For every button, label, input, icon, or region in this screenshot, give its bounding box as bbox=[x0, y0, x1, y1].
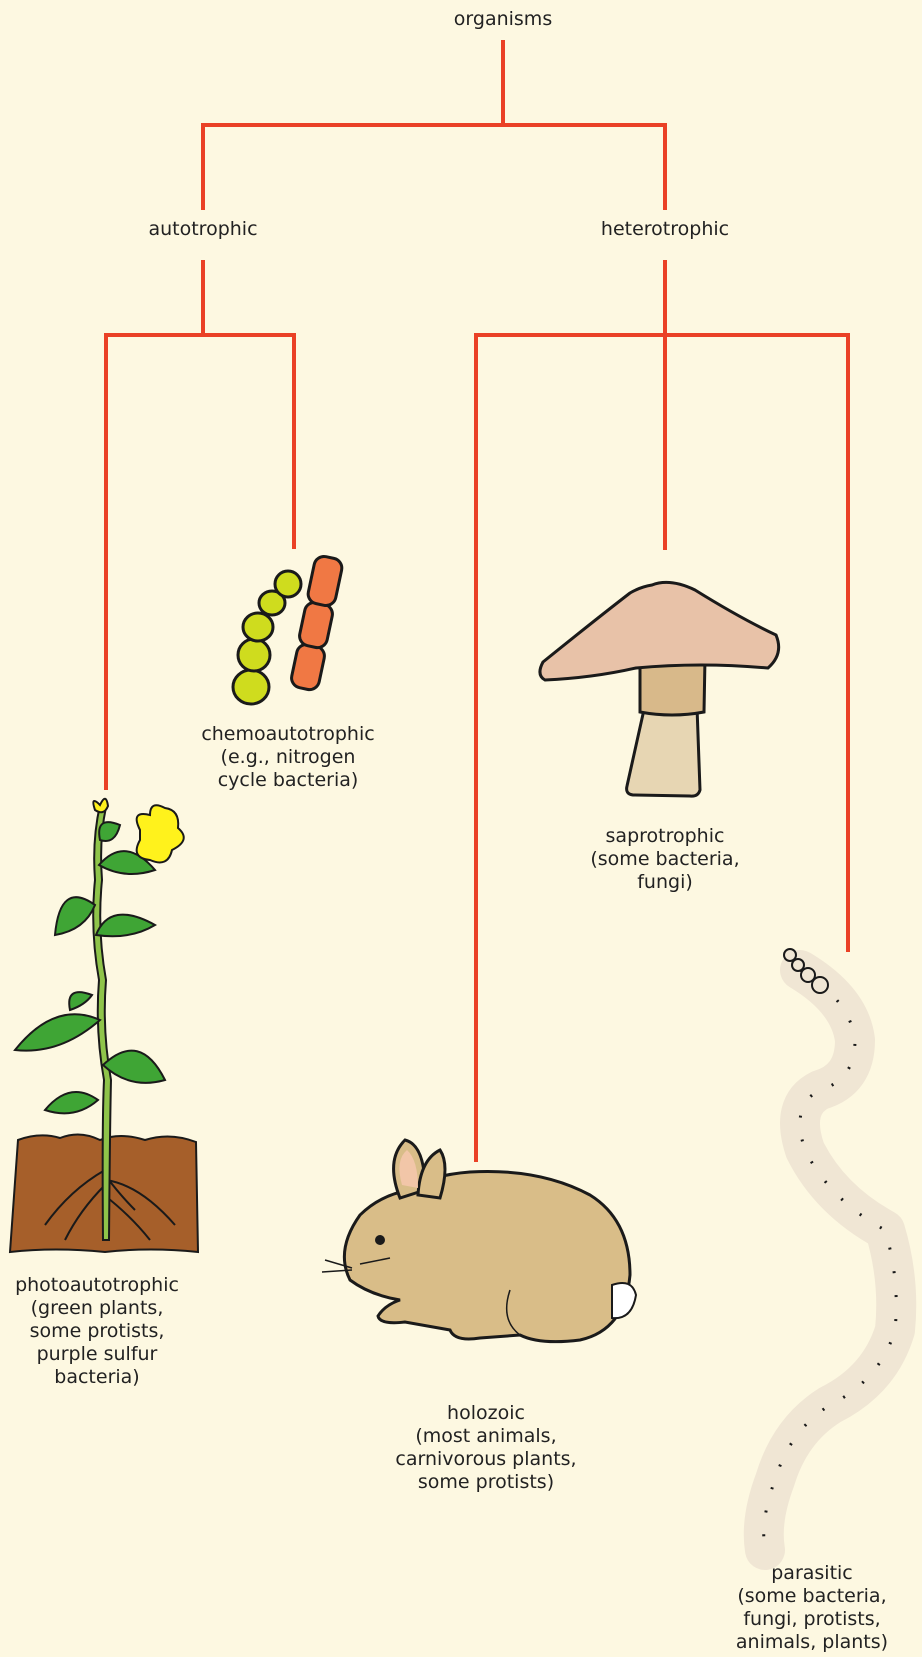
connector-level1 bbox=[203, 125, 665, 208]
rabbit-icon bbox=[322, 1140, 636, 1342]
connector-autotrophic bbox=[106, 262, 294, 788]
worm-body-fill bbox=[764, 970, 897, 1550]
bacteria-icon bbox=[233, 555, 344, 704]
holozoic-title: holozoic bbox=[395, 1402, 576, 1425]
sapro-title: saprotrophic bbox=[590, 825, 739, 848]
node-autotrophic-label: autotrophic bbox=[148, 218, 257, 241]
node-parasitic-label: parasitic (some bacteria, fungi, protist… bbox=[736, 1562, 888, 1654]
photo-title: photoautotrophic bbox=[15, 1274, 179, 1297]
tree-connectors bbox=[106, 42, 848, 1160]
plant-icon bbox=[10, 799, 198, 1252]
node-chemoautotrophic-label: chemoautotrophic (e.g., nitrogen cycle b… bbox=[201, 723, 374, 792]
mushroom-icon bbox=[540, 582, 779, 796]
chemo-title: chemoautotrophic bbox=[201, 723, 374, 746]
node-holozoic-label: holozoic (most animals, carnivorous plan… bbox=[395, 1402, 576, 1494]
node-heterotrophic-label: heterotrophic bbox=[601, 218, 729, 241]
node-saprotrophic-label: saprotrophic (some bacteria, fungi) bbox=[590, 825, 739, 894]
node-photoautotrophic-label: photoautotrophic (green plants, some pro… bbox=[15, 1274, 179, 1389]
node-root-label: organisms bbox=[454, 8, 552, 31]
parasitic-title: parasitic bbox=[736, 1562, 888, 1585]
worm-icon bbox=[764, 949, 897, 1550]
